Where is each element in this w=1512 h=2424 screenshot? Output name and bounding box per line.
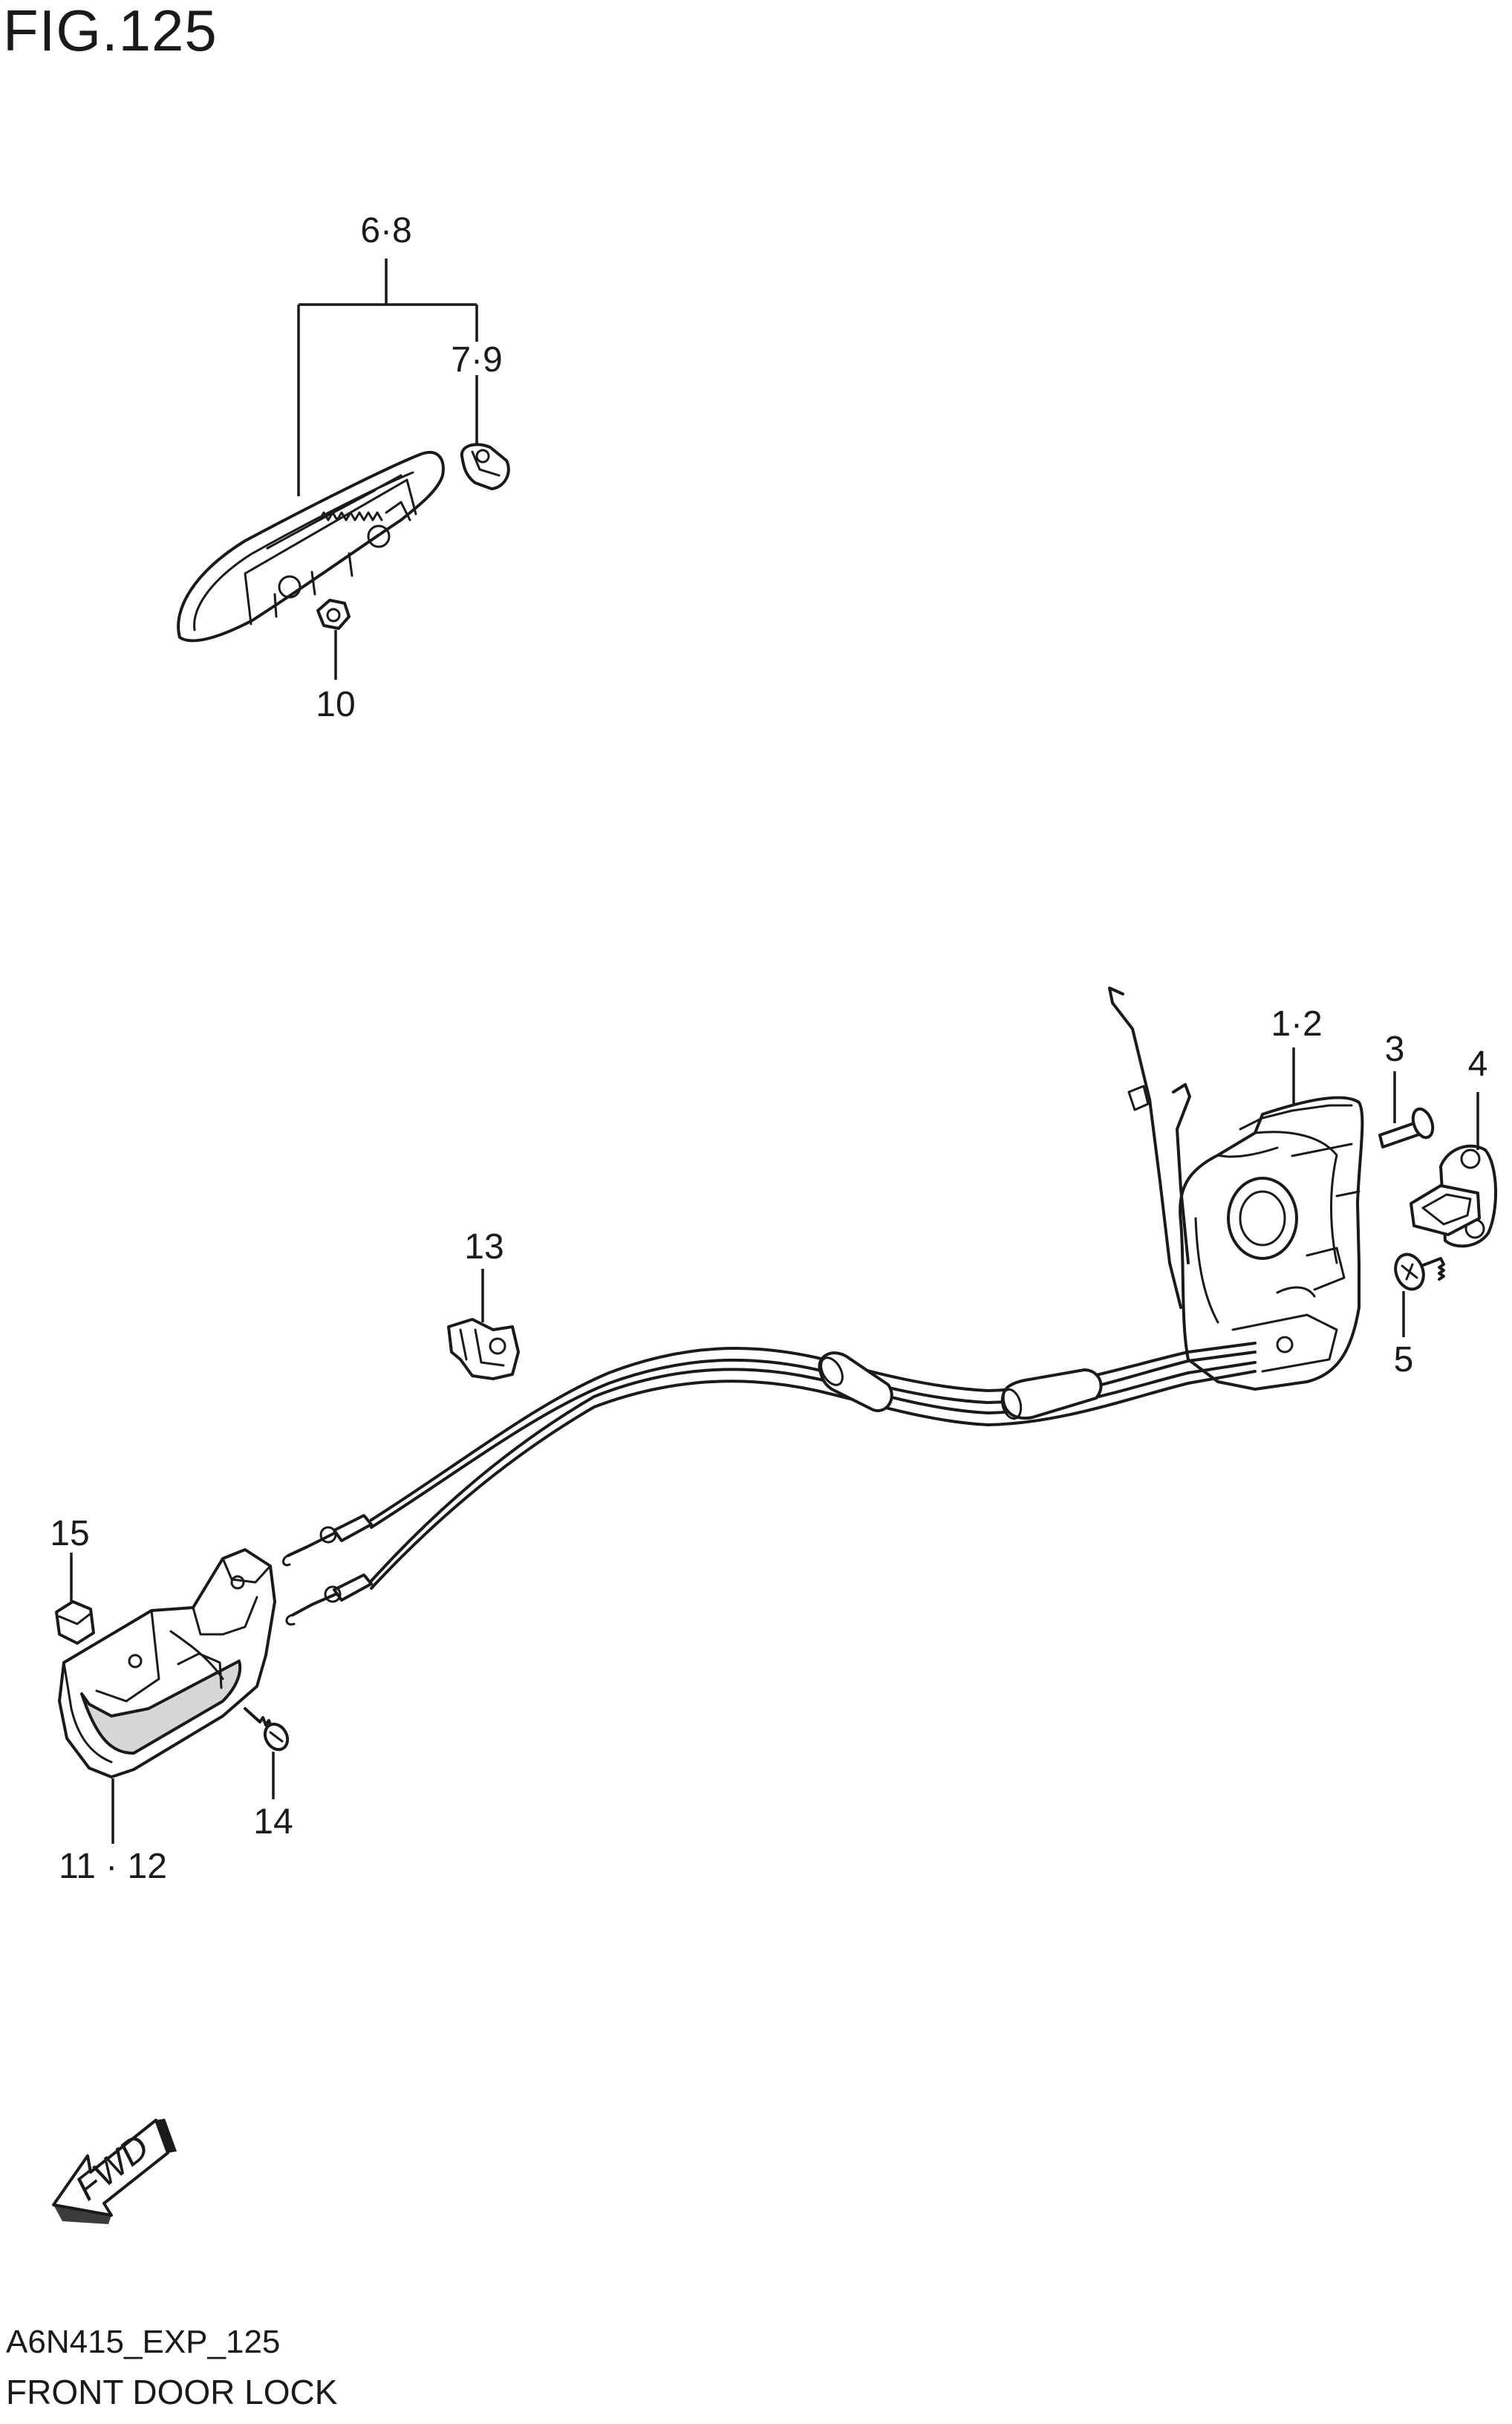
handle-nut[interactable]: [316, 599, 351, 630]
outside-door-handle[interactable]: [177, 450, 445, 643]
callout-4: 4: [1468, 1044, 1488, 1084]
door-striker[interactable]: [1410, 1144, 1497, 1248]
screw-5[interactable]: [1391, 1250, 1445, 1293]
callout-10: 10: [316, 685, 355, 724]
bolt-3[interactable]: [1378, 1106, 1436, 1148]
cable-clip-13[interactable]: [447, 1318, 520, 1380]
callout-1-2: 1·2: [1271, 1004, 1322, 1044]
callout-7-9: 7·9: [451, 340, 502, 380]
callout-15: 15: [50, 1514, 89, 1553]
actuator-rod-short: [1172, 1083, 1191, 1264]
handle-spring: [318, 511, 383, 521]
lock-cable-lower[interactable]: [291, 1361, 1257, 1616]
cable-ball-lower: [324, 1585, 342, 1603]
callout-14: 14: [253, 1802, 293, 1842]
callout-11-12: 11 · 12: [59, 1847, 167, 1886]
lock-cable-upper[interactable]: [287, 1342, 1257, 1557]
figure-name: FRONT DOOR LOCK: [6, 2373, 338, 2411]
cable-ball-upper: [319, 1526, 337, 1544]
forward-direction-arrow: FWD: [52, 2119, 177, 2224]
callout-6-8: 6·8: [360, 211, 411, 250]
actuator-rod-clip: [1127, 1085, 1150, 1111]
callout-3: 3: [1385, 1030, 1405, 1069]
door-lock-actuator[interactable]: [1179, 1096, 1364, 1391]
inside-door-handle[interactable]: [58, 1548, 276, 1778]
cable-sleeve-right[interactable]: [999, 1368, 1103, 1420]
leader-6-8: [297, 259, 478, 496]
cable-end-upper: [282, 1554, 291, 1567]
actuator-rod-long: [1108, 987, 1182, 1309]
figure-code: A6N415_EXP_125: [6, 2324, 281, 2360]
handle-cap-15[interactable]: [55, 1600, 95, 1645]
cable-end-lower: [285, 1614, 296, 1626]
callout-5: 5: [1394, 1340, 1414, 1380]
figure-title: FIG.125: [3, 0, 218, 63]
callout-13: 13: [464, 1227, 504, 1267]
screw-14[interactable]: [244, 1707, 292, 1754]
cable-sleeve-left[interactable]: [817, 1351, 893, 1412]
handle-cap-clip[interactable]: [460, 443, 510, 490]
